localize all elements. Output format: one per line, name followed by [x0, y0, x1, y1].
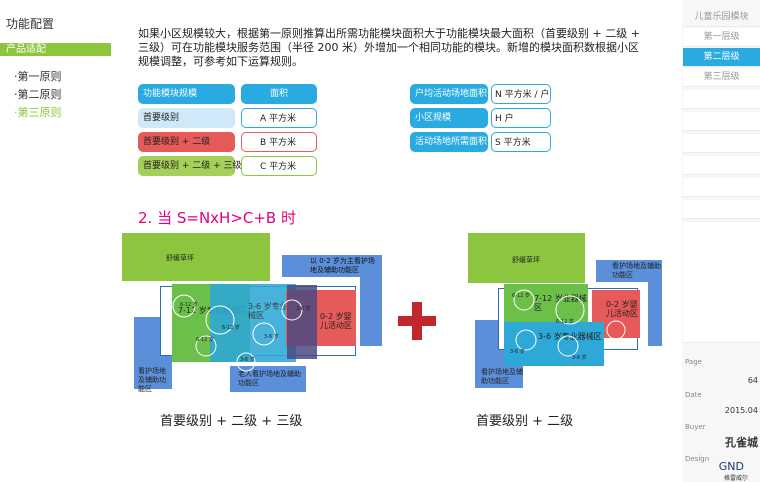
- buyer-label: Buyer: [685, 423, 706, 431]
- plus-icon: [398, 302, 436, 340]
- panel-empty-row: [683, 156, 760, 175]
- legend-required-area-value: S 平方米: [491, 132, 551, 152]
- legend-primary-second: 首要级别 + 二级: [138, 132, 235, 152]
- zone-3-6: 3-6 岁专业器械区: [210, 284, 296, 362]
- page-label: Page: [685, 358, 702, 366]
- panel-empty-row: [683, 90, 760, 109]
- legend-primary: 首要级别: [138, 108, 235, 128]
- circle-overlay-left: [172, 294, 303, 372]
- panel-empty-row: [683, 134, 760, 153]
- legend-primary-second-third-value: C 平方米: [241, 156, 317, 176]
- legend-module-scale: 功能模块规模: [138, 84, 235, 104]
- date-value: 2015.04: [724, 406, 758, 415]
- care-top-zone: 看护场地及辅助功能区: [596, 260, 662, 282]
- level-3-tab[interactable]: 第三层级: [683, 68, 760, 87]
- caption-right: 首要级别 + 二级: [476, 414, 574, 429]
- lawn-zone: 舒缓草坪: [122, 233, 270, 281]
- design-label: Design: [685, 455, 710, 463]
- panel-empty-row: [683, 200, 760, 219]
- panel-header: 儿童乐园模块: [683, 8, 760, 27]
- legend-primary-second-third: 首要级别 + 二级 + 三级: [138, 156, 242, 176]
- design-logo: GND: [718, 460, 744, 473]
- legend-community-scale: 小区规模: [410, 108, 488, 128]
- design-name: 格雷威尔: [723, 475, 748, 482]
- nav-item-principle-2[interactable]: ·第二原则: [14, 88, 62, 101]
- legend-primary-value: A 平方米: [241, 108, 317, 128]
- buyer-logo: 孔雀城: [725, 436, 758, 449]
- page-value: 64: [747, 376, 758, 385]
- small-label: 3-6 岁: [296, 306, 311, 312]
- care-right-strip: [648, 270, 662, 346]
- condition-headline: 2. 当 S=NxH>C+B 时: [138, 209, 296, 227]
- level-1-tab[interactable]: 第一层级: [683, 28, 760, 47]
- small-label: 3-6 岁: [240, 357, 255, 363]
- nav-item-principle-3[interactable]: ·第三原则: [14, 106, 62, 119]
- small-label: 3-6 岁: [264, 334, 279, 340]
- small-label: 6-12 岁: [180, 302, 198, 308]
- care-right-strip: [360, 270, 382, 346]
- small-label: 3-6 岁: [510, 349, 525, 355]
- small-label: 3-6 岁: [572, 355, 587, 361]
- nav-title: 功能配置: [6, 17, 55, 31]
- date-label: Date: [685, 391, 702, 399]
- small-label: 6-12 岁: [196, 337, 214, 343]
- nav-item-principle-1[interactable]: ·第一原则: [14, 70, 62, 83]
- legend-community-scale-value: H 户: [491, 108, 551, 128]
- care-top-zone: 以 0-2 岁为主看护场地及辅助功能区: [282, 255, 382, 277]
- legend-area-header: 面积: [241, 84, 317, 104]
- circle-overlay-right: [513, 289, 626, 357]
- small-label: 6-12 岁: [512, 293, 530, 299]
- small-label: 6-12 岁: [222, 325, 240, 331]
- panel-empty-block: [683, 222, 760, 343]
- legend-primary-second-value: B 平方米: [241, 132, 317, 152]
- legend-household-area: 户均活动场地面积: [410, 84, 488, 104]
- lawn-zone: 舒缓草坪: [468, 233, 585, 283]
- legend-required-area: 活动场地所需面积: [410, 132, 488, 152]
- caption-left: 首要级别 + 二级 + 三级: [160, 414, 303, 429]
- intro-paragraph: 如果小区规模较大，根据第一原则推算出所需功能模块面积大于功能模块最大面积（首要级…: [138, 27, 640, 68]
- overlap-band: [287, 285, 317, 359]
- small-label: 6-12 岁: [556, 319, 574, 325]
- panel-empty-row: [683, 112, 760, 131]
- legend-household-area-value: N 平方米 / 户: [491, 84, 551, 104]
- level-2-tab[interactable]: 第二层级: [683, 48, 760, 67]
- panel-empty-row: [683, 178, 760, 197]
- nav-active-section[interactable]: 产品适配: [0, 43, 111, 56]
